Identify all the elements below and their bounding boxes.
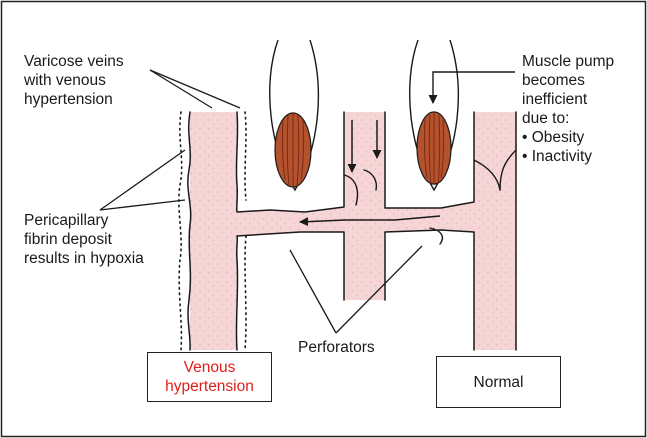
fibrin-line-1: Pericapillary (24, 211, 144, 230)
perforators-label: Perforators (298, 338, 375, 357)
left-vein-inner-wall-bottom (236, 232, 344, 350)
varicose-label: Varicose veins with venous hypertension (24, 52, 124, 109)
middle-vein-lower-wall (385, 230, 474, 350)
cause-obesity: • Obesity (522, 128, 614, 147)
fibrin-line-2: fibrin deposit (24, 230, 144, 249)
varicose-line-2: with venous (24, 71, 124, 90)
muscle-pump-right (410, 40, 459, 190)
callout-varicose-1 (150, 70, 212, 108)
muscle-pump-label: Muscle pump becomes inefficient due to: … (522, 52, 614, 166)
fibrin-label: Pericapillary fibrin deposit results in … (24, 211, 144, 268)
venous-hypertension-box: Venous hypertension (147, 352, 272, 402)
normal-box: Normal (436, 356, 561, 408)
venous-box-line-2: hypertension (165, 377, 254, 396)
fibrin-line-3: results in hypoxia (24, 249, 144, 268)
venous-box-line-1: Venous (184, 358, 236, 377)
muscle-callout (433, 72, 515, 103)
varicose-line-3: hypertension (24, 90, 124, 109)
varicose-line-1: Varicose veins (24, 52, 124, 71)
callout-perforator-1 (290, 250, 336, 333)
callout-varicose-2 (150, 70, 240, 108)
inner-dotted-edge-bottom (245, 236, 246, 350)
inner-dotted-edge-top (245, 112, 246, 200)
muscle-pump-left (270, 40, 319, 190)
muscle-line-1: Muscle pump (522, 52, 614, 71)
muscle-line-4: due to: (522, 109, 614, 128)
left-dotted-edge (179, 112, 182, 350)
muscle-pump-callout-arrow (433, 72, 515, 103)
muscle-line-3: inefficient (522, 90, 614, 109)
cause-inactivity: • Inactivity (522, 147, 614, 166)
muscle-line-2: becomes (522, 71, 614, 90)
